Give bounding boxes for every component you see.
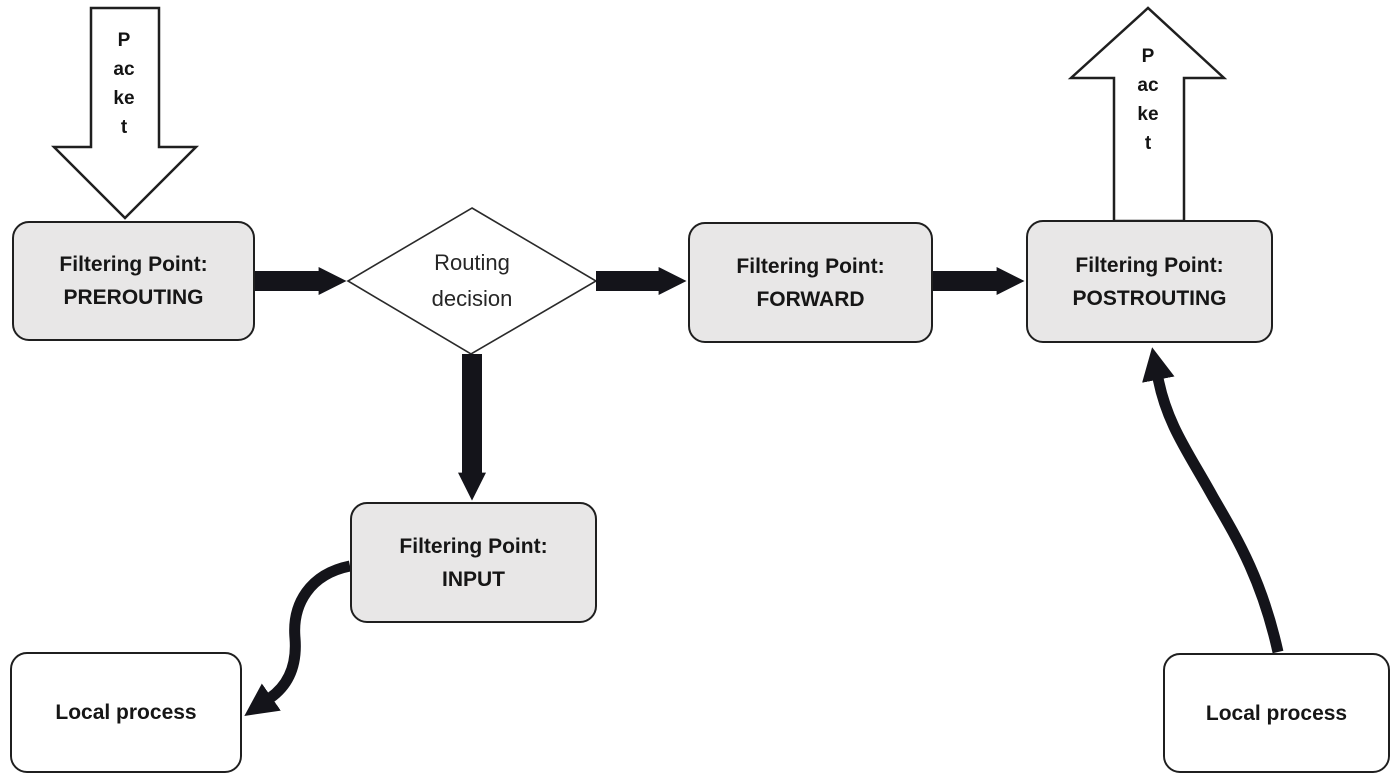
node-prerouting-line2: PREROUTING	[63, 286, 204, 309]
node-forward: Filtering Point: FORWARD	[688, 222, 933, 343]
routing-decision-line2: decision	[431, 286, 513, 311]
node-postrouting-line2: POSTROUTING	[1072, 286, 1227, 310]
packet-out-arrow-icon	[1067, 6, 1228, 223]
node-postrouting: Filtering Point: POSTROUTING	[1026, 220, 1273, 343]
node-prerouting-line1: Filtering Point:	[59, 253, 208, 276]
packet-out-label: Packet	[1137, 46, 1159, 154]
node-forward-line1: Filtering Point:	[736, 254, 885, 278]
arrow-local-process-to-postrouting	[1142, 347, 1284, 654]
node-forward-line2: FORWARD	[756, 287, 865, 311]
node-local-process-left-label: Local process	[55, 701, 197, 724]
routing-decision-line1: Routing	[434, 250, 510, 275]
node-local-process-right-label: Local process	[1205, 701, 1348, 725]
node-input-line2: INPUT	[442, 567, 505, 591]
packet-in-label: Packet	[113, 30, 135, 138]
node-input: Filtering Point: INPUT	[350, 502, 597, 623]
packet-in-arrow-icon	[50, 6, 200, 220]
node-local-process-right: Local process	[1163, 653, 1390, 773]
node-input-line1: Filtering Point:	[399, 534, 548, 558]
arrow-input-to-local-process	[244, 560, 352, 716]
node-postrouting-line1: Filtering Point:	[1075, 253, 1224, 277]
node-local-process-left: Local process	[10, 652, 242, 773]
routing-decision-label: Routing decision	[372, 245, 572, 317]
node-prerouting: Filtering Point: PREROUTING	[12, 221, 255, 341]
